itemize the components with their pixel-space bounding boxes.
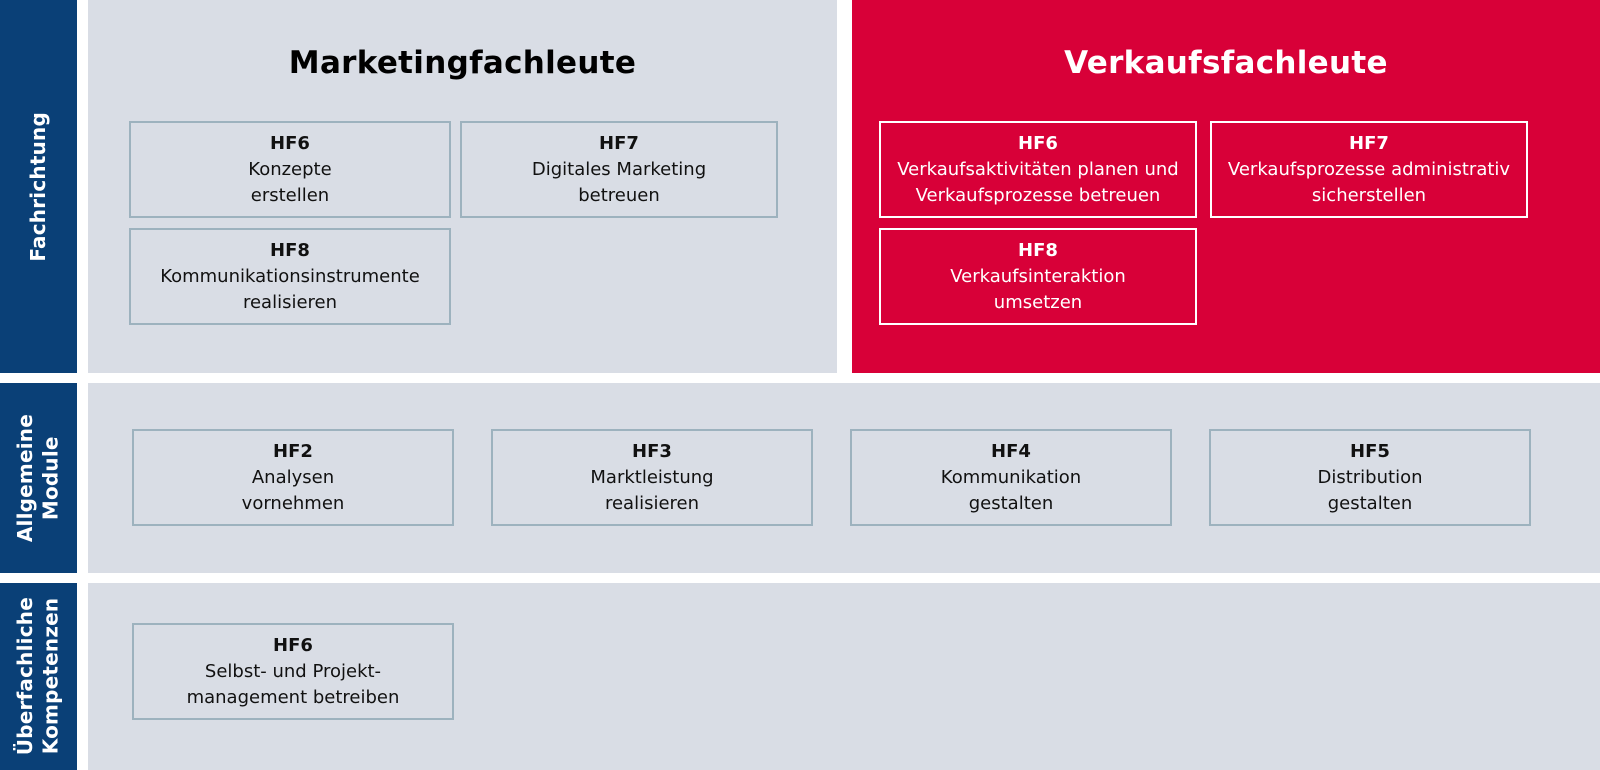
column-title-verkaufsfachleute: Verkaufsfachleute xyxy=(1064,45,1388,81)
module-box-marketing-hf7[interactable]: HF7 Digitales Marketing betreuen xyxy=(460,121,778,218)
module-code: HF6 xyxy=(270,132,310,154)
rail-ueberfachliche-kompetenzen-label: Überfachliche Kompetenzen xyxy=(12,597,63,756)
module-box-ueberfachlich-hf6[interactable]: HF6 Selbst- und Projekt- management betr… xyxy=(132,623,454,720)
rail-fachrichtung-label: Fachrichtung xyxy=(25,111,50,262)
module-description: Digitales Marketing betreuen xyxy=(531,158,707,206)
rail-allgemeine-module-label: Allgemeine Module xyxy=(12,413,63,543)
module-description: Verkaufsinteraktion umsetzen xyxy=(950,265,1126,313)
module-code: HF8 xyxy=(1018,239,1058,261)
module-description: Konzepte erstellen xyxy=(248,158,332,206)
module-description: Verkaufsaktivitäten planen und Verkaufsp… xyxy=(897,158,1179,206)
module-description: Distribution gestalten xyxy=(1317,466,1423,514)
module-description: Kommunikationsinstrumente realisieren xyxy=(160,265,420,313)
module-box-allgemeine-hf5[interactable]: HF5 Distribution gestalten xyxy=(1209,429,1531,526)
panel-ueberfachliche-kompetenzen: HF6 Selbst- und Projekt- management betr… xyxy=(88,583,1600,770)
module-box-allgemeine-hf3[interactable]: HF3 Marktleistung realisieren xyxy=(491,429,813,526)
panel-allgemeine-module: HF2 Analysen vornehmen HF3 Marktleistung… xyxy=(88,383,1600,573)
module-box-allgemeine-hf4[interactable]: HF4 Kommunikation gestalten xyxy=(850,429,1172,526)
module-box-marketing-hf6[interactable]: HF6 Konzepte erstellen xyxy=(129,121,451,218)
module-code: HF7 xyxy=(1349,132,1389,154)
column-title-marketingfachleute: Marketingfachleute xyxy=(288,45,637,81)
module-box-allgemeine-hf2[interactable]: HF2 Analysen vornehmen xyxy=(132,429,454,526)
module-code: HF7 xyxy=(599,132,639,154)
module-code: HF6 xyxy=(273,634,313,656)
panel-marketingfachleute: Marketingfachleute HF6 Konzepte erstelle… xyxy=(88,0,837,373)
module-description: Kommunikation gestalten xyxy=(940,466,1082,514)
module-box-verkauf-hf7[interactable]: HF7 Verkaufsprozesse administrativ siche… xyxy=(1210,121,1528,218)
rail-fachrichtung: Fachrichtung xyxy=(0,0,77,373)
module-box-marketing-hf8[interactable]: HF8 Kommunikationsinstrumente realisiere… xyxy=(129,228,451,325)
module-code: HF8 xyxy=(270,239,310,261)
rail-allgemeine-module: Allgemeine Module xyxy=(0,383,77,573)
module-code: HF4 xyxy=(991,440,1031,462)
rail-ueberfachliche-kompetenzen: Überfachliche Kompetenzen xyxy=(0,583,77,770)
module-box-verkauf-hf8[interactable]: HF8 Verkaufsinteraktion umsetzen xyxy=(879,228,1197,325)
module-box-verkauf-hf6[interactable]: HF6 Verkaufsaktivitäten planen und Verka… xyxy=(879,121,1197,218)
module-description: Analysen vornehmen xyxy=(241,466,345,514)
module-code: HF3 xyxy=(632,440,672,462)
panel-verkaufsfachleute: Verkaufsfachleute HF6 Verkaufsaktivitäte… xyxy=(852,0,1600,373)
module-code: HF6 xyxy=(1018,132,1058,154)
module-description: Selbst- und Projekt- management betreibe… xyxy=(186,660,400,708)
module-description: Verkaufsprozesse administrativ sicherste… xyxy=(1227,158,1511,206)
module-description: Marktleistung realisieren xyxy=(590,466,714,514)
module-code: HF2 xyxy=(273,440,313,462)
module-code: HF5 xyxy=(1350,440,1390,462)
